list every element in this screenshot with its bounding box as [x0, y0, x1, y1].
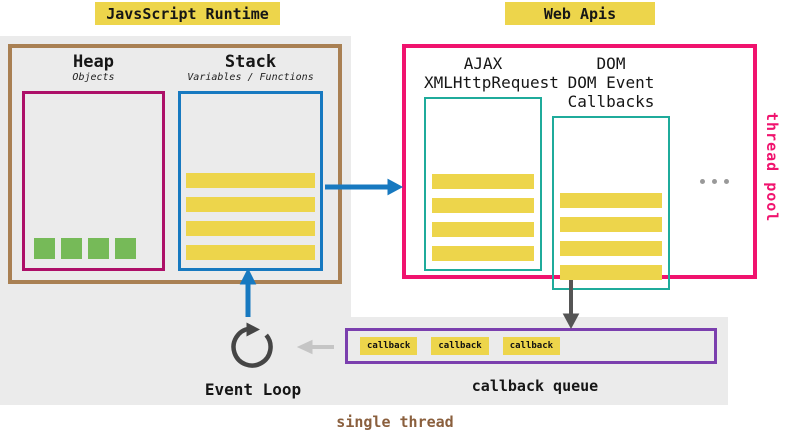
dom-box — [552, 116, 670, 290]
heap-title: Heap — [73, 52, 114, 72]
stack-frame-bar — [186, 197, 315, 212]
dom-task-bar — [560, 241, 662, 256]
runtime-panel-background — [0, 36, 351, 405]
ajax-box — [424, 97, 542, 271]
ajax-subtitle: XMLHttpRequest — [424, 73, 559, 92]
runtime-header: JavsScript Runtime — [95, 2, 280, 25]
heap-subtitle: Objects — [72, 72, 115, 83]
stack-frames — [186, 173, 315, 260]
thread-pool-label: thread pool — [763, 112, 781, 223]
heap-object-square — [88, 238, 109, 259]
heap-object-square — [61, 238, 82, 259]
ajax-section: AJAX XMLHttpRequest — [424, 54, 559, 271]
callback-chip: callback — [502, 337, 561, 355]
heap-objects — [34, 238, 136, 259]
dom-section: DOM DOM Event Callbacks — [552, 54, 670, 290]
ajax-task-bar — [432, 174, 534, 189]
ellipsis-dot — [712, 179, 717, 184]
stack-frame-bar — [186, 245, 315, 260]
heap-object-square — [115, 238, 136, 259]
stack-frame-bar — [186, 221, 315, 236]
ajax-task-bar — [432, 246, 534, 261]
stack-title: Stack — [224, 52, 277, 72]
event-loop-label: Event Loop — [204, 380, 302, 399]
dom-subtitle: DOM Event Callbacks — [567, 73, 655, 111]
runtime-container: Heap Objects Stack Variables / Functions — [8, 44, 342, 284]
dom-task-bar — [560, 217, 662, 232]
callback-queue-label: callback queue — [471, 377, 599, 395]
ajax-task-bar — [432, 222, 534, 237]
ajax-title: AJAX — [463, 54, 503, 73]
stack-section: Stack Variables / Functions — [178, 52, 323, 271]
stack-frame-bar — [186, 173, 315, 188]
ajax-tasks — [432, 174, 534, 261]
dom-task-bar — [560, 193, 662, 208]
callback-queue-box: callback callback callback — [345, 328, 717, 364]
more-apis-ellipsis-icon — [700, 179, 729, 184]
web-apis-header: Web Apis — [505, 2, 655, 25]
stack-box — [178, 91, 323, 271]
heap-section: Heap Objects — [22, 52, 165, 271]
heap-object-square — [34, 238, 55, 259]
dom-title: DOM — [596, 54, 626, 73]
callback-chip: callback — [360, 337, 418, 355]
ellipsis-dot — [700, 179, 705, 184]
callback-chip: callback — [431, 337, 489, 355]
dom-task-bar — [560, 265, 662, 280]
web-apis-container: AJAX XMLHttpRequest DOM DOM Event Callba… — [402, 44, 757, 290]
ellipsis-dot — [724, 179, 729, 184]
single-thread-label: single thread — [336, 413, 454, 431]
heap-box — [22, 91, 165, 271]
stack-subtitle: Variables / Functions — [187, 72, 314, 83]
dom-tasks — [560, 193, 662, 280]
ajax-task-bar — [432, 198, 534, 213]
